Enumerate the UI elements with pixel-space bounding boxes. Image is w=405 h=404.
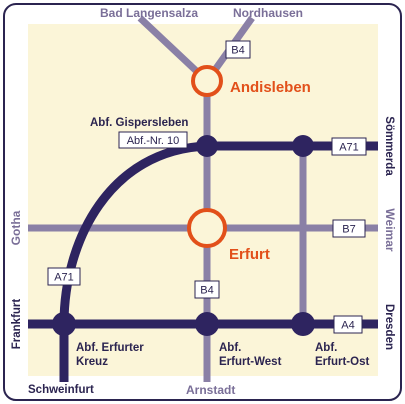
junction-west-line2: Erfurt-West bbox=[219, 356, 282, 368]
svg-text:A71: A71 bbox=[339, 142, 359, 154]
junction-west-dot bbox=[195, 312, 219, 336]
direction-bad-langensalza: Bad Langensalza bbox=[100, 6, 198, 20]
direction-schweinfurt: Schweinfurt bbox=[28, 384, 94, 396]
sign-a4: A4 bbox=[333, 315, 363, 334]
sign-b4-south: B4 bbox=[194, 280, 220, 299]
junction-gispersleben-dot bbox=[196, 135, 218, 157]
direction-gotha: Gotha bbox=[9, 210, 23, 245]
direction-arnstadt: Arnstadt bbox=[186, 383, 235, 397]
direction-dresden: Dresden bbox=[383, 304, 395, 350]
svg-text:B4: B4 bbox=[231, 45, 244, 57]
svg-text:B7: B7 bbox=[342, 224, 355, 236]
svg-text:Abf.-Nr. 10: Abf.-Nr. 10 bbox=[127, 135, 180, 147]
direction-soemmerda: Sömmerda bbox=[383, 116, 395, 176]
sign-exit-number: Abf.-Nr. 10 bbox=[118, 131, 188, 149]
junction-ost-line2: Erfurt-Ost bbox=[315, 356, 369, 368]
andisleben-ring-icon bbox=[191, 65, 223, 97]
junction-kreuz-line1: Abf. Erfurter bbox=[76, 342, 144, 354]
junction-gispersleben: Abf. Gispersleben bbox=[90, 117, 188, 129]
direction-frankfurt: Frankfurt bbox=[11, 299, 23, 350]
erfurt-ring-icon bbox=[187, 208, 227, 248]
junction-ost-dot bbox=[291, 312, 315, 336]
city-andisleben: Andisleben bbox=[230, 79, 311, 96]
svg-text:A71: A71 bbox=[54, 272, 74, 284]
road-a71 bbox=[59, 141, 378, 382]
sign-b4-north: B4 bbox=[225, 40, 251, 59]
junction-ost-line1: Abf. bbox=[315, 342, 337, 354]
sign-a71-west: A71 bbox=[47, 267, 81, 286]
junction-kreuz-dot bbox=[52, 312, 76, 336]
sign-b7: B7 bbox=[332, 219, 366, 238]
direction-nordhausen: Nordhausen bbox=[233, 6, 303, 20]
junction-kreuz-line2: Kreuz bbox=[76, 356, 108, 368]
junction-west-line1: Abf. bbox=[219, 342, 241, 354]
svg-text:B4: B4 bbox=[200, 285, 213, 297]
svg-text:A4: A4 bbox=[341, 320, 354, 332]
junction-a71-b-dot bbox=[292, 135, 314, 157]
sign-a71-east: A71 bbox=[331, 137, 367, 156]
direction-weimar: Weimar bbox=[383, 208, 397, 251]
city-erfurt: Erfurt bbox=[229, 246, 270, 263]
